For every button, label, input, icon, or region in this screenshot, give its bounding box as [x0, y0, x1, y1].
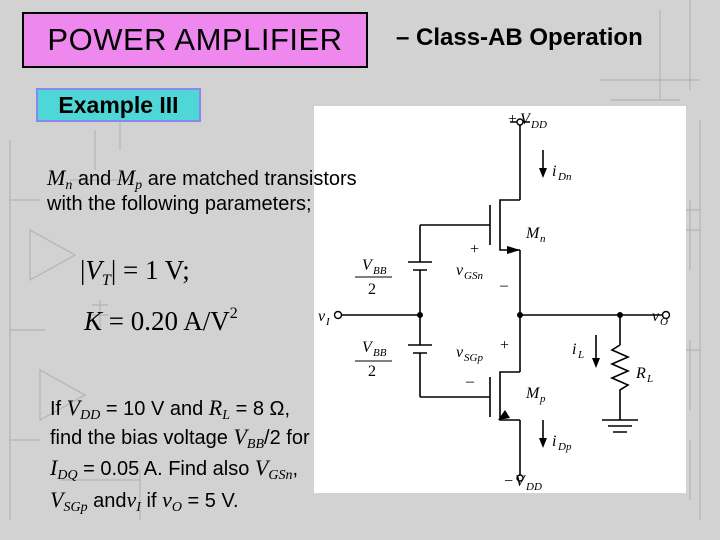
vdd-subscript: DD — [80, 408, 101, 423]
vdd-neg-minus: − — [504, 473, 513, 490]
vt-value: = 1 V; — [122, 255, 190, 285]
example-label: Example III — [36, 88, 201, 122]
k-symbol: K — [84, 306, 103, 336]
vdd-sub: DD — [530, 119, 547, 131]
vo-sub: O — [660, 316, 668, 328]
vo-label: v — [652, 308, 660, 325]
question-line-3: IDQ = 0.05 A. Find also VGSn, — [50, 456, 298, 488]
il-label: i — [572, 341, 576, 358]
mn-label: M — [525, 225, 541, 242]
idp-label: i — [552, 433, 556, 450]
vt-symbol: V — [85, 255, 102, 285]
question-line-2: find the bias voltage VBB/2 for — [50, 425, 310, 457]
vo-subscript: O — [171, 500, 182, 515]
comma: , — [292, 458, 299, 480]
and-word: and — [72, 168, 117, 190]
vt-subscript: T — [101, 272, 111, 289]
question-line-1: If VDD = 10 V and RL = 8 Ω, — [50, 396, 290, 428]
k-equation: K = 0.20 A/V2 — [84, 305, 238, 337]
mp-symbol: M — [116, 165, 136, 190]
vgsn-sub: GSn — [464, 270, 483, 282]
and-word-2: and — [87, 490, 127, 512]
vo-value: = 5 V. — [181, 490, 239, 512]
mn-subscript: n — [65, 178, 73, 193]
slide-title: POWER AMPLIFIER — [22, 12, 368, 68]
mn-sub: n — [540, 233, 546, 245]
vdd-neg-sub: DD — [525, 481, 542, 493]
bias-text: find the bias voltage — [50, 427, 234, 449]
vbb-bot-sub: BB — [373, 347, 387, 359]
vsgp-minus: – — [465, 373, 475, 390]
vo-symbol: v — [162, 487, 172, 512]
idq-subscript: DQ — [57, 468, 78, 483]
k-exponent: 2 — [229, 305, 238, 322]
vi-subscript: I — [136, 500, 141, 515]
vsgp-label: v — [456, 344, 464, 361]
vbb-bot-num: V — [362, 339, 374, 356]
intro-line-1: Mn and Mp are matched transistors — [47, 166, 357, 198]
rl-value: = 8 Ω, — [230, 398, 291, 420]
vgsn-subscript: GSn — [268, 468, 293, 483]
vi-label: v — [318, 308, 326, 325]
vbb-top-den: 2 — [368, 281, 376, 298]
vbb-top-num: V — [362, 257, 374, 274]
rl-label: R — [635, 365, 646, 382]
idp-sub: Dp — [557, 441, 572, 453]
idq-value: = 0.05 A. Find also — [77, 458, 255, 480]
rl-subscript: L — [222, 408, 231, 423]
if-word: If — [50, 398, 67, 420]
idn-label: i — [552, 163, 556, 180]
k-value: = 0.20 A/V — [108, 306, 230, 336]
il-sub: L — [577, 349, 584, 361]
vgsn-plus: + — [470, 241, 479, 258]
vdd-symbol: V — [66, 395, 81, 420]
intro-tail: are matched transistors — [142, 168, 357, 190]
intro-line-2: with the following parameters; — [47, 193, 312, 215]
vsgp-sub: SGp — [464, 352, 483, 364]
mp-sub: p — [539, 393, 546, 405]
vdd-value: = 10 V and — [100, 398, 209, 420]
vi-symbol: v — [126, 487, 137, 512]
vsgp-subscript: SGp — [63, 500, 88, 515]
vbb-top-sub: BB — [373, 265, 387, 277]
vgsn-symbol: V — [254, 455, 269, 480]
vt-equation: |VT| = 1 V; — [80, 255, 190, 290]
half-for: /2 for — [264, 427, 310, 449]
abs-bar-right: | — [110, 255, 117, 285]
vdd-label: V — [520, 111, 532, 128]
vsgp-plus: + — [500, 337, 509, 354]
mp-subscript: p — [135, 178, 143, 193]
rl-sub: L — [646, 373, 653, 385]
vgsn-minus: – — [499, 277, 509, 294]
vi-sub: I — [325, 316, 331, 328]
idq-symbol: I — [50, 455, 58, 480]
abs-bar-left: | — [80, 255, 86, 285]
slide-subtitle: – Class-AB Operation — [396, 24, 643, 51]
if-word-2: if — [140, 490, 163, 512]
mn-symbol: M — [47, 165, 66, 190]
question-line-4: VSGp andvI if vO = 5 V. — [50, 488, 239, 520]
class-ab-circuit-diagram: + V DD i Dn M n + v GSn – V BB 2 v I v O… — [314, 106, 686, 493]
vgsn-label: v — [456, 262, 464, 279]
vbb-subscript: BB — [246, 437, 265, 452]
idn-sub: Dn — [557, 171, 572, 183]
vdd-neg-label: V — [515, 473, 527, 490]
mp-label: M — [525, 385, 541, 402]
vsgp-symbol: V — [50, 487, 64, 512]
vbb-bot-den: 2 — [368, 363, 376, 380]
vbb-symbol: V — [233, 424, 247, 449]
rl-symbol: R — [208, 395, 223, 420]
vdd-plus-label: + — [508, 111, 517, 128]
